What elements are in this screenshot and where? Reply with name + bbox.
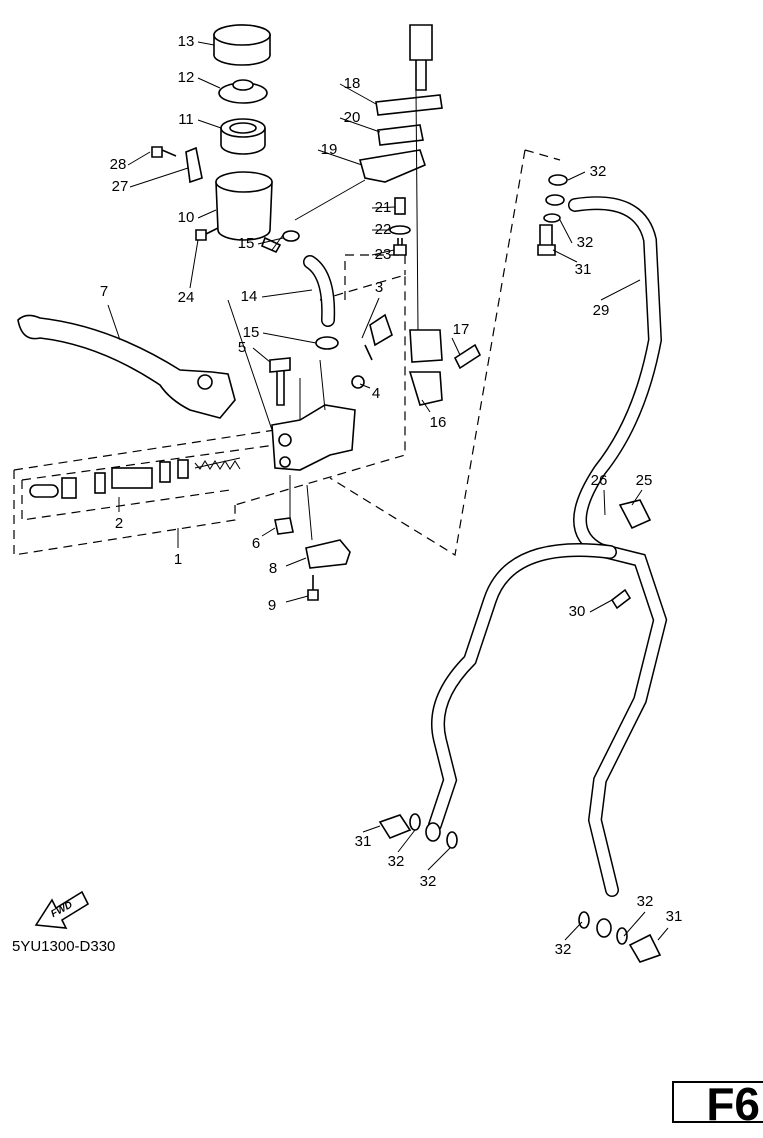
callout-32: 32 [388,853,405,870]
callout-5: 5 [238,339,246,356]
master-cylinder-body [271,404,356,471]
callout-16: 16 [430,414,447,431]
callout-6: 6 [252,535,260,552]
callout-31: 31 [666,908,683,925]
bolt-30 [610,588,632,610]
washers-32 [409,174,628,945]
callout-32: 32 [420,873,437,890]
brake-switch [305,539,351,569]
callout-11: 11 [178,111,194,128]
callout-8: 8 [269,560,277,577]
washer-22 [389,225,411,235]
callout-3: 3 [375,279,383,296]
reservoir-bracket [185,146,203,184]
callout-15: 15 [238,235,255,252]
callout-17: 17 [453,321,470,338]
bolt-17 [453,343,482,370]
screw-24 [195,227,219,241]
callout-18: 18 [344,75,361,92]
hose-clamp-15b [315,336,339,350]
brake-hoses [428,196,668,897]
callout-27: 27 [112,178,129,195]
callout-30: 30 [569,603,586,620]
callout-32: 32 [577,234,594,251]
callout-4: 4 [372,385,380,402]
callout-1: 1 [174,551,182,568]
assembly-box-1 [13,254,406,556]
callout-14: 14 [241,288,258,305]
hose-clamp-25 [618,499,652,530]
diaphragm-holder [218,79,268,104]
callout-20: 20 [344,109,361,126]
bleeder-screw [364,313,393,361]
callout-28: 28 [110,156,127,173]
bolt-31-upper [537,224,556,256]
hose-clamp-15a [282,230,300,242]
callout-labels: 13 12 11 28 27 10 24 15 14 7 15 5 3 4 17… [100,33,683,958]
page-id-box: F6 [672,1078,763,1130]
fwd-arrow-icon: FWD [34,890,90,929]
page-id: F6 [706,1078,760,1130]
callout-32: 32 [637,893,654,910]
callout-13: 13 [178,33,195,50]
callout-22: 22 [375,221,392,238]
reservoir-cap [213,24,271,66]
callout-12: 12 [178,69,195,86]
screw-28 [151,146,177,158]
screw-9 [307,575,319,601]
callout-21: 21 [375,199,392,216]
diaphragm [220,118,266,155]
throttle-rod [409,24,433,91]
callout-15: 15 [243,324,260,341]
collar-21 [394,197,406,215]
callout-32: 32 [590,163,607,180]
callout-25: 25 [636,472,653,489]
callout-26: 26 [591,472,608,489]
callout-23: 23 [375,246,392,263]
bracket-19 [358,149,426,183]
nut-6 [274,517,294,535]
holder-clamp [408,329,443,406]
screw-23 [393,238,407,256]
callout-2: 2 [115,515,123,532]
bracket-20 [377,124,424,146]
bracket-18 [375,94,443,116]
callout-31: 31 [355,833,372,850]
bolt-5 [269,357,291,406]
bolt-31-right [628,933,662,963]
leader-lines [107,41,669,941]
callout-7: 7 [100,283,108,300]
callout-9: 9 [268,597,276,614]
brake-lever [17,314,236,419]
callout-19: 19 [321,141,338,158]
callout-32: 32 [555,941,572,958]
bleeder-cap [351,375,365,389]
callout-31: 31 [575,261,592,278]
bolt-31-left [378,814,412,839]
piston-kit [29,457,241,499]
diagram-code: 5YU1300-D330 [12,938,116,955]
guide-line [329,149,561,556]
callout-24: 24 [178,289,195,306]
callout-10: 10 [178,209,195,226]
callout-29: 29 [593,302,610,319]
